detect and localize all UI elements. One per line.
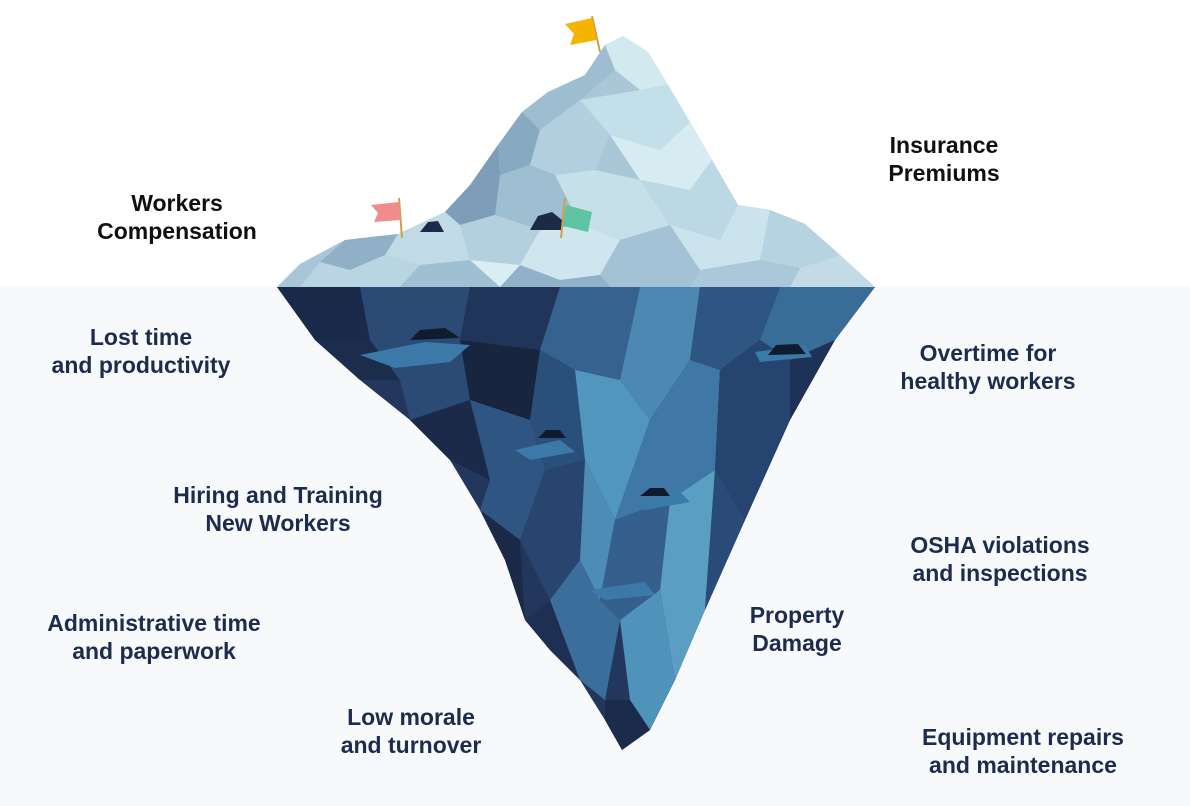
label-overtime: Overtime for healthy workers [883, 339, 1093, 395]
ridge-flag-green [560, 197, 592, 239]
label-line: healthy workers [900, 368, 1076, 394]
tip-rocks [420, 212, 562, 232]
label-line: Premiums [888, 160, 1000, 186]
label-line: Administrative time [47, 610, 261, 636]
label-line: Insurance [889, 132, 999, 158]
iceberg-underwater [277, 287, 875, 750]
label-line: and inspections [912, 560, 1088, 586]
summit-flag-yellow [565, 15, 601, 53]
label-line: and maintenance [929, 752, 1117, 778]
label-equipment: Equipment repairs and maintenance [903, 723, 1143, 779]
label-line: and paperwork [72, 638, 236, 664]
label-line: New Workers [205, 510, 351, 536]
label-lost-time: Lost time and productivity [36, 323, 246, 379]
label-line: Low morale [347, 704, 475, 730]
label-low-morale: Low morale and turnover [326, 703, 496, 759]
ridge-flag-pink [371, 197, 403, 239]
iceberg-tip [277, 36, 875, 287]
label-line: Hiring and Training [173, 482, 383, 508]
label-osha: OSHA violations and inspections [889, 531, 1111, 587]
label-line: and productivity [51, 352, 231, 378]
label-line: Damage [752, 630, 842, 656]
label-line: Equipment repairs [922, 724, 1124, 750]
label-line: Overtime for [919, 340, 1057, 366]
label-line: OSHA violations [910, 532, 1090, 558]
label-line: and turnover [340, 732, 482, 758]
label-line: Property [749, 602, 845, 628]
label-administrative: Administrative time and paperwork [26, 609, 282, 665]
label-hiring-training: Hiring and Training New Workers [158, 481, 398, 537]
label-line: Workers [131, 190, 223, 216]
label-insurance-premiums: Insurance Premiums [864, 131, 1024, 187]
label-line: Lost time [89, 324, 193, 350]
label-property-damage: Property Damage [730, 601, 864, 657]
label-workers-compensation: Workers Compensation [84, 189, 270, 245]
label-line: Compensation [97, 218, 257, 244]
